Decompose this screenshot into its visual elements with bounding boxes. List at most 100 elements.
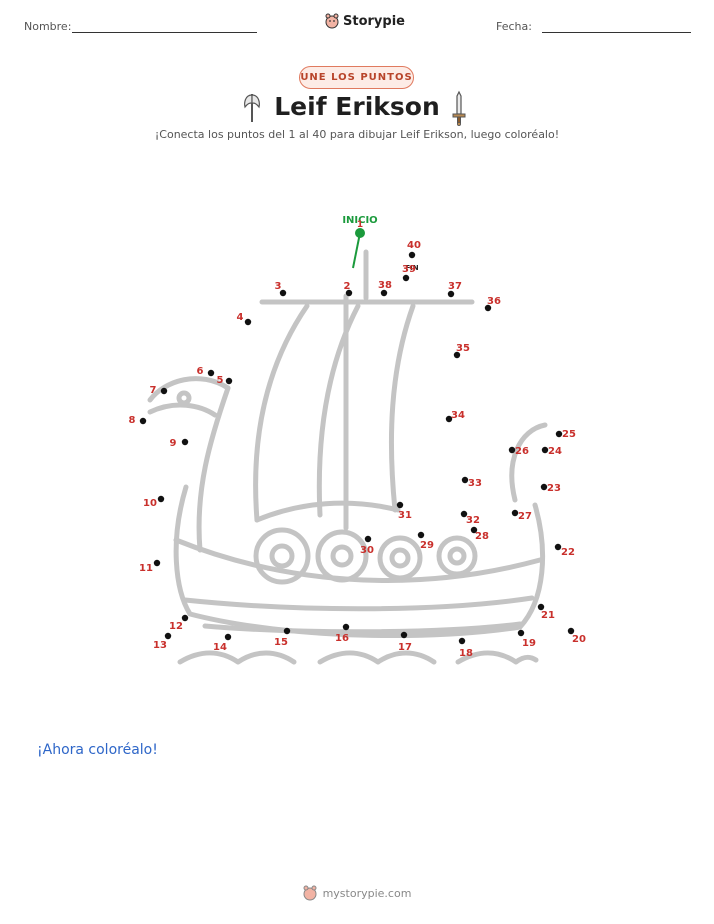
dot-label-2: 2 (344, 281, 351, 292)
dot-12 (181, 614, 189, 622)
dot-35 (453, 351, 461, 359)
dot-label-15: 15 (274, 637, 288, 648)
name-field[interactable] (72, 32, 257, 33)
dot-label-28: 28 (475, 531, 489, 542)
dot-3 (279, 289, 287, 297)
dot-label-7: 7 (150, 385, 157, 396)
dot-27 (511, 509, 519, 517)
dot-label-27: 27 (518, 511, 532, 522)
dot-17 (400, 631, 408, 639)
dot-25 (555, 430, 563, 438)
name-label: Nombre: (24, 20, 72, 33)
dot-label-17: 17 (398, 642, 412, 653)
dot-label-31: 31 (398, 510, 412, 521)
dot-4 (244, 318, 252, 326)
dot-label-6: 6 (197, 366, 204, 377)
dot-7 (160, 387, 168, 395)
dot-36 (484, 304, 492, 312)
dot-37 (447, 290, 455, 298)
dot-label-30: 30 (360, 545, 374, 556)
dot-label-36: 36 (487, 296, 501, 307)
axe-icon (244, 94, 260, 122)
dot-21 (537, 603, 545, 611)
dot-label-22: 22 (561, 547, 575, 558)
footer: mystorypie.com (0, 885, 714, 901)
dot-20 (567, 627, 575, 635)
dot-label-38: 38 (378, 280, 392, 291)
dot-2 (345, 289, 353, 297)
dot-label-13: 13 (153, 640, 167, 651)
dot-label-9: 9 (170, 438, 177, 449)
dot-14 (224, 633, 232, 641)
dot-label-12: 12 (169, 621, 183, 632)
dot-label-20: 20 (572, 634, 586, 645)
footer-url[interactable]: mystorypie.com (322, 886, 412, 900)
dot-15 (283, 627, 291, 635)
dot-19 (517, 629, 525, 637)
dot-31 (396, 501, 404, 509)
dot-label-24: 24 (548, 446, 562, 457)
dot-10 (157, 495, 165, 503)
activity-badge: UNE LOS PUNTOS (299, 66, 414, 89)
dot-label-32: 32 (466, 515, 480, 526)
dot-30 (364, 535, 372, 543)
sword-icon (452, 90, 466, 126)
dot-40 (408, 251, 416, 259)
dot-label-21: 21 (541, 610, 555, 621)
end-label: FIN (405, 264, 418, 272)
dot-11 (153, 559, 161, 567)
dot-label-34: 34 (451, 410, 465, 421)
dot-13 (164, 632, 172, 640)
storypie-mascot-icon (325, 13, 339, 29)
dot-label-11: 11 (139, 563, 153, 574)
dot-label-5: 5 (217, 375, 224, 386)
dot-label-16: 16 (335, 633, 349, 644)
date-label: Fecha: (496, 20, 532, 33)
dot-24 (541, 446, 549, 454)
dot-9 (181, 438, 189, 446)
start-marker (355, 228, 365, 238)
dot-18 (458, 637, 466, 645)
dot-32 (460, 510, 468, 518)
dot-22 (554, 543, 562, 551)
dot-label-3: 3 (275, 281, 282, 292)
dot-28 (470, 526, 478, 534)
dot-34 (445, 415, 453, 423)
dot-label-37: 37 (448, 281, 462, 292)
dot-23 (540, 483, 548, 491)
start-label: INICIO (342, 215, 377, 226)
dot-5 (225, 377, 233, 385)
brand-name: Storypie (343, 13, 405, 29)
dot-8 (139, 417, 147, 425)
dot-29 (417, 531, 425, 539)
dot-label-18: 18 (459, 648, 473, 659)
dot-label-23: 23 (547, 483, 561, 494)
dot-6 (207, 369, 215, 377)
storypie-logo: Storypie (325, 13, 405, 29)
dot-label-19: 19 (522, 638, 536, 649)
dot-label-26: 26 (515, 446, 529, 457)
color-prompt: ¡Ahora coloréalo! (37, 742, 158, 758)
dot-label-40: 40 (407, 240, 421, 251)
instructions: ¡Conecta los puntos del 1 al 40 para dib… (154, 128, 560, 141)
dot-label-10: 10 (143, 498, 157, 509)
dot-label-1: 1 (357, 220, 363, 230)
dot-label-14: 14 (213, 642, 227, 653)
storypie-mascot-icon (303, 885, 317, 901)
dot-label-33: 33 (468, 478, 482, 489)
dot-39 (402, 274, 410, 282)
date-field[interactable] (542, 32, 691, 33)
ship-outline (147, 249, 548, 665)
dot-label-35: 35 (456, 343, 470, 354)
start-arrow-line (352, 232, 361, 269)
page-title: Leif Erikson (274, 92, 440, 121)
dot-label-8: 8 (129, 415, 136, 426)
dot-label-4: 4 (237, 312, 244, 323)
dot-38 (380, 289, 388, 297)
dot-label-29: 29 (420, 540, 434, 551)
dot-33 (461, 476, 469, 484)
dot-label-25: 25 (562, 429, 576, 440)
dot-16 (342, 623, 350, 631)
